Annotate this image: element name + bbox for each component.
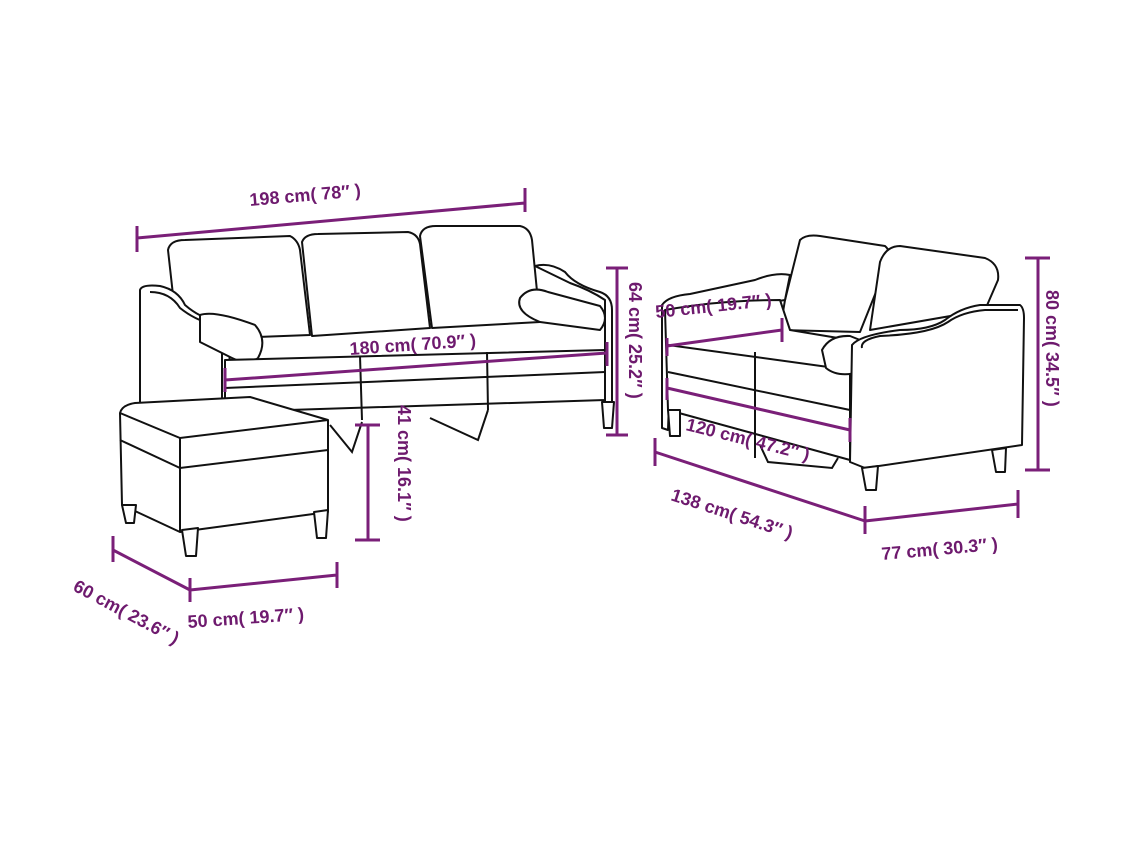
label-loveseat-width: 138 cm( 54.3″ ) xyxy=(669,485,796,543)
dim-ottoman-width xyxy=(188,562,339,602)
dim-sofa-width xyxy=(135,188,527,252)
dimension-lines xyxy=(111,188,1050,602)
dim-ottoman-depth xyxy=(111,536,191,592)
ottoman xyxy=(119,396,329,557)
three-seat-sofa xyxy=(139,225,615,455)
label-loveseat-height: 80 cm( 34.5″ ) xyxy=(1042,290,1062,407)
dim-loveseat-seat-depth xyxy=(665,318,784,356)
label-sofa-height: 64 cm( 25.2″ ) xyxy=(625,282,645,399)
label-ottoman-depth: 60 cm( 23.6″ ) xyxy=(70,576,182,648)
label-loveseat-depth: 77 cm( 30.3″ ) xyxy=(881,534,999,564)
label-seat-height: 41 cm( 16.1″ ) xyxy=(394,405,414,522)
loveseat xyxy=(661,234,1025,491)
dim-loveseat-seat-width xyxy=(665,378,852,442)
dim-seat-height xyxy=(355,423,380,542)
label-ottoman-width: 50 cm( 19.7″ ) xyxy=(187,604,305,632)
dim-loveseat-depth xyxy=(864,490,1020,523)
dim-sofa-seat-width xyxy=(223,342,609,392)
label-sofa-width: 198 cm( 78″ ) xyxy=(249,180,362,210)
dim-sofa-height xyxy=(606,266,628,437)
dim-loveseat-height xyxy=(1025,256,1050,472)
